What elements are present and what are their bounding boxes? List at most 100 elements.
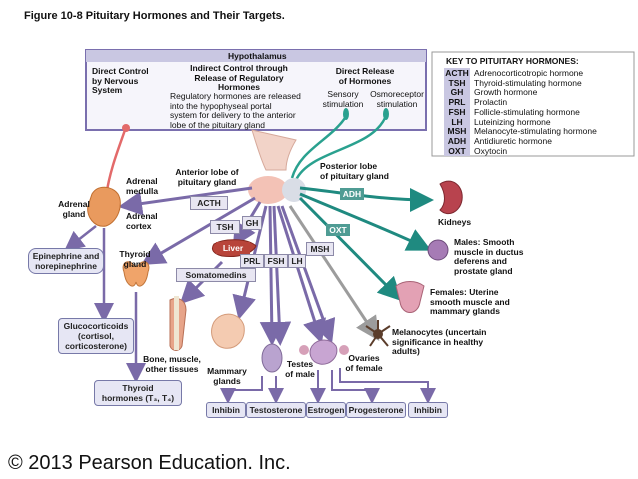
key-row: TSH Thyroid-stimulating hormone xyxy=(444,77,582,88)
key-abbreviation: TSH xyxy=(444,77,470,88)
copyright-text: © 2013 Pearson Education. Inc. xyxy=(8,452,291,474)
tag-somatomedins: Somatomedins xyxy=(176,268,256,282)
mammary-glands-label: Mammary glands xyxy=(207,366,247,386)
key-hormone-name: Prolactin xyxy=(474,97,508,108)
neuron-soma-2 xyxy=(383,108,389,120)
ovaries-shape xyxy=(309,339,338,365)
testosterone-box: Testosterone xyxy=(246,402,306,418)
key-row: LH Luteinizing hormone xyxy=(444,116,551,127)
thyroid-gland-label: Thyroid gland xyxy=(119,249,151,269)
key-hormone-name: Thyroid-stimulating hormone xyxy=(474,77,582,88)
tag-liver: Liver xyxy=(216,242,250,254)
kidney-shape xyxy=(439,180,463,215)
fsh-male-arrow xyxy=(259,205,284,346)
key-hormone-name: Luteinizing hormone xyxy=(474,116,551,127)
anterior-lobe-label: Anterior lobe of pituitary gland xyxy=(175,167,239,187)
lh-male-arrow xyxy=(267,205,292,346)
anterior-lobe-shape xyxy=(248,176,288,204)
key-abbreviation: LH xyxy=(444,116,470,127)
sensory-stimulation-label: Sensory stimulation xyxy=(322,89,364,109)
direct-release-label: Direct Release of Hormones xyxy=(335,66,395,86)
key-row: ACTH Adrenocorticotropic hormone xyxy=(444,68,583,78)
posterior-lobe-label: Posterior lobe of pituitary gland xyxy=(320,161,389,181)
key-row: ADH Antidiuretic hormone xyxy=(444,135,552,146)
neuron-path-2 xyxy=(294,117,387,181)
key-hormone-name: Follicle-stimulating hormone xyxy=(474,106,580,117)
posterior-lobe-shape xyxy=(282,178,306,202)
glucocorticoids-box: Glucocorticoids (cortisol, corticosteron… xyxy=(58,318,134,354)
neuron-soma-1 xyxy=(343,108,349,120)
tag-gh: GH xyxy=(242,216,262,230)
indirect-control-label: Indirect Control through Release of Regu… xyxy=(190,63,288,92)
key-abbreviation: ADH xyxy=(444,135,470,146)
testes-to-inhibin xyxy=(220,376,263,404)
lh-female-arrow xyxy=(280,205,336,344)
osmoreceptor-stimulation-label: Osmoreceptor stimulation xyxy=(370,89,424,109)
adrenal-cortex-label: Adrenal cortex xyxy=(126,211,158,231)
key-abbreviation: GH xyxy=(444,87,470,98)
key-abbreviation: ACTH xyxy=(444,68,470,78)
msh-arrow xyxy=(288,205,380,342)
neuron-path-1 xyxy=(290,117,347,179)
tag-oxt: OXT xyxy=(326,224,350,236)
thyroid-hormones-box: Thyroid hormones (T₃, T₄) xyxy=(94,380,182,406)
key-title: KEY TO PITUITARY HORMONES: xyxy=(446,56,579,66)
ovary-right xyxy=(339,345,349,355)
tag-fsh: FSH xyxy=(264,254,288,268)
oxt-arrow-male xyxy=(299,192,432,251)
bone-shape xyxy=(174,296,179,350)
inhibin-female-box: Inhibin xyxy=(408,402,448,418)
key-hormone-name: Melanocyte-stimulating hormone xyxy=(474,126,597,137)
direct-control-label: Direct Control by Nervous System xyxy=(92,66,149,95)
fsh-female-arrow xyxy=(276,205,326,344)
testes-shape xyxy=(261,343,283,373)
key-hormone-name: Adrenocorticotropic hormone xyxy=(474,68,584,78)
adh-arrow xyxy=(299,186,434,212)
tag-adh: ADH xyxy=(340,188,364,200)
uterus-shape xyxy=(395,281,425,313)
tag-prl: PRL xyxy=(240,254,264,268)
hypothalamus-title: Hypothalamus xyxy=(228,51,287,61)
key-abbreviation: PRL xyxy=(444,97,470,108)
pituitary-stalk xyxy=(251,129,297,171)
key-abbreviation: OXT xyxy=(444,145,470,156)
females-target-label: Females: Uterine smooth muscle and mamma… xyxy=(430,287,510,316)
ovary-to-progesterone xyxy=(331,370,380,404)
tag-msh: MSH xyxy=(306,242,334,256)
key-row: PRL Prolactin xyxy=(444,97,508,108)
estrogen-box: Estrogen xyxy=(306,402,346,418)
mammary-shape xyxy=(211,313,245,349)
tag-acth: ACTH xyxy=(190,196,228,210)
adrenal-gland-label: Adrenal gland xyxy=(58,199,90,219)
tag-lh: LH xyxy=(288,254,306,268)
adrenal-medulla-label: Adrenal medulla xyxy=(126,176,159,196)
prostate-shape xyxy=(427,239,449,261)
epinephrine-box: Epinephrine and norepinephrine xyxy=(28,248,104,274)
key-hormone-name: Antidiuretic hormone xyxy=(474,135,552,146)
acth-arrow xyxy=(118,186,253,216)
testes-label: Testes of male xyxy=(285,359,315,379)
neuron-soma-left xyxy=(122,124,130,132)
inhibin-male-box: Inhibin xyxy=(206,402,246,418)
hypothalamus-title-bar xyxy=(86,50,426,62)
males-target-label: Males: Smooth muscle in ductus deferens … xyxy=(454,237,524,276)
ovary-left xyxy=(299,345,309,355)
tsh-arrow xyxy=(140,196,256,266)
ovaries-label: Ovaries of female xyxy=(345,353,383,373)
key-row: MSH Melanocyte-stimulating hormone xyxy=(444,126,597,137)
nerve-to-adrenal xyxy=(104,129,127,197)
adrenal-to-epi xyxy=(64,225,97,252)
melanocytes-label: Melanocytes (uncertain significance in h… xyxy=(392,327,487,356)
key-abbreviation: MSH xyxy=(444,126,470,137)
bone-muscle-label: Bone, muscle, other tissues xyxy=(143,354,201,374)
thyroid-shape xyxy=(122,261,150,287)
key-row: GH Growth hormone xyxy=(444,87,538,98)
key-hormone-name: Growth hormone xyxy=(474,87,538,98)
figure-title: Figure 10-8 Pituitary Hormones and Their… xyxy=(24,10,285,22)
ovary-to-inhibin xyxy=(339,368,436,404)
tag-tsh: TSH xyxy=(210,220,240,234)
progesterone-box: Progesterone xyxy=(346,402,406,418)
melanocyte-shape xyxy=(365,320,391,347)
